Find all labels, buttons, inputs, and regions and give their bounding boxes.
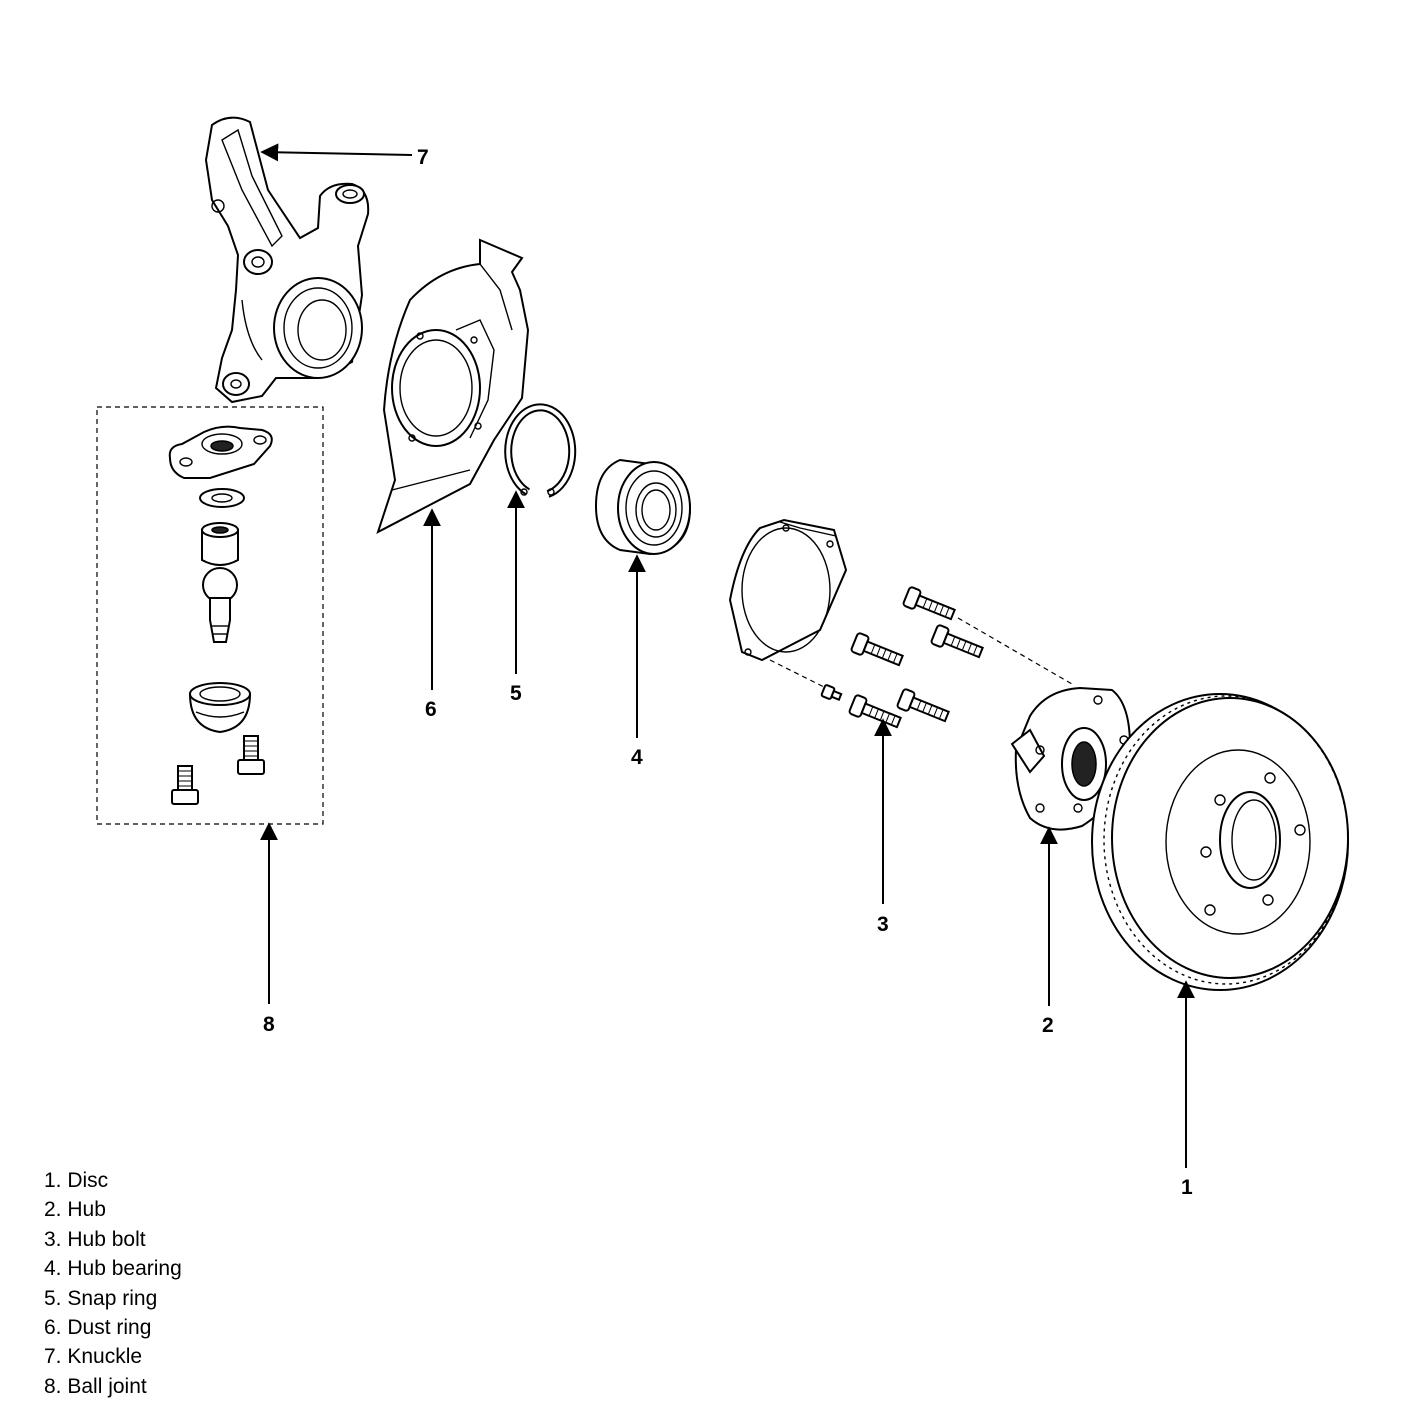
legend-item-knuckle: 7. Knuckle [44, 1345, 143, 1369]
hub-bolts-part [820, 586, 984, 729]
callout-4: 4 [631, 746, 643, 769]
hub-bearing-part [594, 458, 692, 556]
callout-6: 6 [425, 698, 437, 721]
callout-5: 5 [510, 682, 522, 705]
disc-part [1091, 693, 1349, 991]
leader-lines [260, 143, 1195, 1168]
callout-3: 3 [877, 913, 889, 936]
callout-2: 2 [1042, 1014, 1054, 1037]
callout-8: 8 [263, 1013, 275, 1036]
legend-item-dust-ring: 6. Dust ring [44, 1316, 152, 1340]
legend-item-ball-joint: 8. Ball joint [44, 1374, 147, 1398]
knuckle-part [204, 116, 370, 404]
legend-item-hub-bearing: 4. Hub bearing [44, 1257, 182, 1281]
snap-ring-part [504, 403, 577, 498]
parts-legend: 1. Disc 2. Hub 3. Hub bolt 4. Hub bearin… [44, 1166, 182, 1401]
legend-item-disc: 1. Disc [44, 1169, 109, 1192]
legend-item-hub: 2. Hub [44, 1198, 106, 1222]
callout-1: 1 [1181, 1176, 1193, 1199]
callout-7: 7 [417, 146, 429, 169]
legend-item-snap-ring: 5. Snap ring [44, 1286, 158, 1310]
ball-joint-part [96, 406, 324, 825]
dust-ring-part [376, 238, 530, 535]
dust-cover-part [728, 518, 848, 662]
legend-item-hub-bolt: 3. Hub bolt [44, 1227, 146, 1251]
